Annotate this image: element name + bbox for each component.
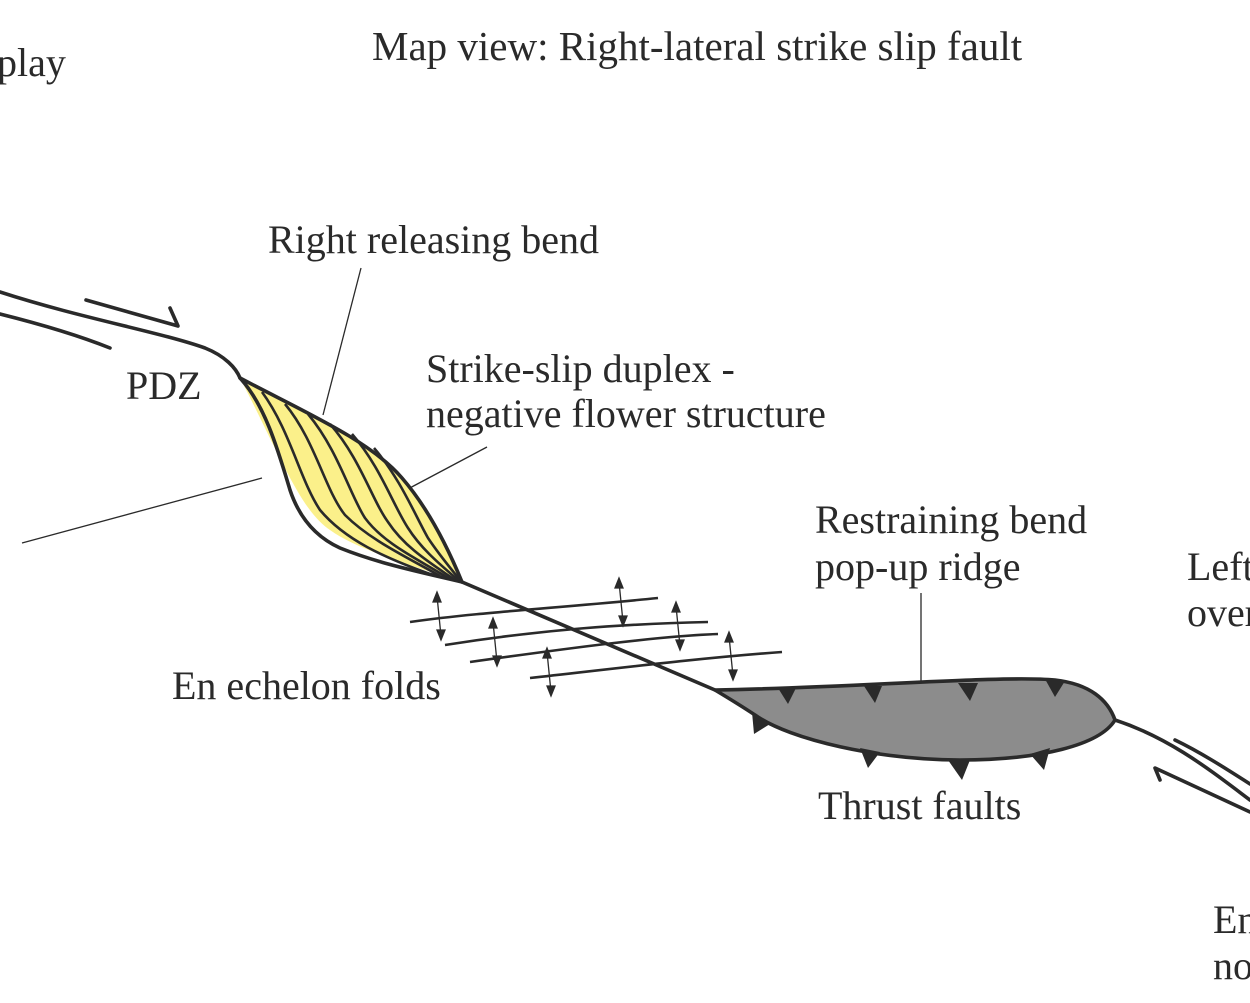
slip-arrow-right-upper <box>1173 738 1250 786</box>
en-echelon-folds <box>409 596 783 680</box>
thrust-tooth <box>958 683 978 701</box>
duplex-strand <box>329 423 456 582</box>
fault-right-segment <box>1113 718 1250 802</box>
duplex-strands <box>260 391 462 582</box>
label-en-echelon-folds: En echelon folds <box>172 663 441 708</box>
leader-releasing-bend <box>322 267 362 416</box>
thrust-tooth <box>778 688 796 704</box>
label-clipped-left: play <box>0 40 66 85</box>
label-right-releasing-bend: Right releasing bend <box>268 217 599 262</box>
label-restraining-line1: Restraining bend <box>815 497 1087 542</box>
duplex-strand <box>373 447 462 581</box>
fold-arrow <box>432 590 446 642</box>
thrust-tooth <box>864 686 882 703</box>
leader-lines <box>21 267 922 697</box>
fault-upper-segment <box>0 290 464 584</box>
leader-left-clipped <box>21 477 263 544</box>
main-fault <box>0 290 1250 802</box>
thrust-tooth <box>1030 748 1050 770</box>
label-thrust-faults: Thrust faults <box>818 783 1021 828</box>
label-duplex-line2: negative flower structure <box>426 391 826 436</box>
fold-axis <box>444 620 709 647</box>
fold-axis <box>469 632 719 664</box>
duplex-strand <box>284 403 441 578</box>
slip-arrow-lower <box>0 312 112 350</box>
label-clipped-right-4: no <box>1213 943 1250 988</box>
thrust-tooth <box>752 712 770 734</box>
fold-axis <box>409 596 659 624</box>
slip-arrow-upper <box>84 298 180 328</box>
label-pdz: PDZ <box>126 363 202 408</box>
label-restraining-line2: pop-up ridge <box>815 544 1021 589</box>
thrust-tooth <box>860 748 880 768</box>
thrust-tooth <box>948 760 970 780</box>
diagram-title: Map view: Right-lateral strike slip faul… <box>372 23 1023 69</box>
fold-arrow <box>542 646 556 698</box>
fold-axis <box>529 650 783 680</box>
fold-arrow <box>488 616 502 668</box>
fold-arrow <box>614 576 628 628</box>
fold-arrows <box>432 576 738 698</box>
label-clipped-right-2: over <box>1187 590 1250 635</box>
slip-arrows-right <box>1153 738 1250 814</box>
fold-arrow <box>724 630 738 682</box>
label-clipped-right-3: En <box>1213 897 1250 942</box>
thrust-teeth-top <box>778 679 1065 704</box>
duplex-strand <box>260 391 431 576</box>
slip-arrow-right-lower <box>1153 766 1250 814</box>
duplex-fill <box>240 378 462 582</box>
thrust-teeth-bottom <box>752 712 1050 780</box>
label-clipped-right-1: Left <box>1187 544 1250 589</box>
thrust-tooth <box>1045 679 1065 697</box>
label-duplex-line1: Strike-slip duplex - <box>426 346 735 391</box>
slip-arrows-left <box>0 298 180 350</box>
leader-duplex <box>405 446 488 491</box>
duplex-strand <box>351 433 459 581</box>
fault-lower-segment <box>238 376 717 692</box>
duplex-strand <box>307 413 449 580</box>
fold-arrow <box>671 600 685 652</box>
